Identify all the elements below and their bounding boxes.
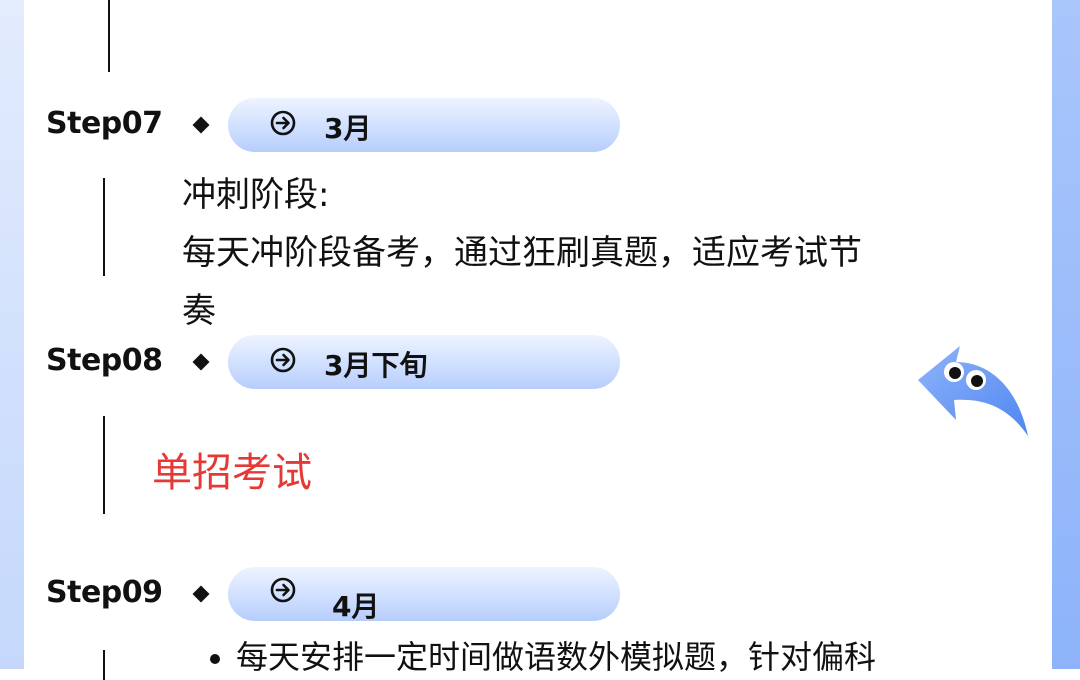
circle-arrow-right-icon xyxy=(270,577,296,603)
date-text: 3月下旬 xyxy=(324,349,428,382)
step-label: Step08 xyxy=(46,343,163,378)
timeline-connector xyxy=(103,650,105,680)
content-body: 每天冲阶段备考，通过狂刷真题，适应考试节 xyxy=(182,233,862,273)
highlight-text: 单招考试 xyxy=(152,450,312,496)
date-text: 3月 xyxy=(324,112,372,145)
bullet-dot-icon xyxy=(210,654,220,664)
diamond-icon xyxy=(192,353,210,371)
right-page-border xyxy=(1052,0,1080,669)
timeline-connector xyxy=(103,178,105,276)
date-pill: 4月 xyxy=(228,567,620,623)
date-pill: 3月 xyxy=(228,98,620,152)
timeline-connector xyxy=(103,416,105,514)
content-title: 冲刺阶段: xyxy=(182,175,330,215)
date-text: 4月 xyxy=(332,590,380,623)
left-page-border xyxy=(0,0,24,669)
bullet-text: 每天安排一定时间做语数外模拟题，针对偏科 xyxy=(236,638,877,676)
timeline-connector xyxy=(108,0,110,72)
circle-arrow-right-icon xyxy=(270,347,296,373)
diamond-icon xyxy=(192,585,210,603)
content-body-wrap: 奏 xyxy=(182,291,216,331)
circle-arrow-right-icon xyxy=(270,110,296,136)
diamond-icon xyxy=(192,116,210,134)
step-content: 冲刺阶段: 每天冲阶段备考，通过狂刷真题，适应考试节 奏 xyxy=(182,166,862,340)
step-label: Step09 xyxy=(46,575,163,610)
bullet-item: 每天安排一定时间做语数外模拟题，针对偏科 xyxy=(210,632,876,678)
blue-arrow-mascot-icon xyxy=(918,346,1028,436)
step-label: Step07 xyxy=(46,106,163,141)
date-pill: 3月下旬 xyxy=(228,335,620,389)
